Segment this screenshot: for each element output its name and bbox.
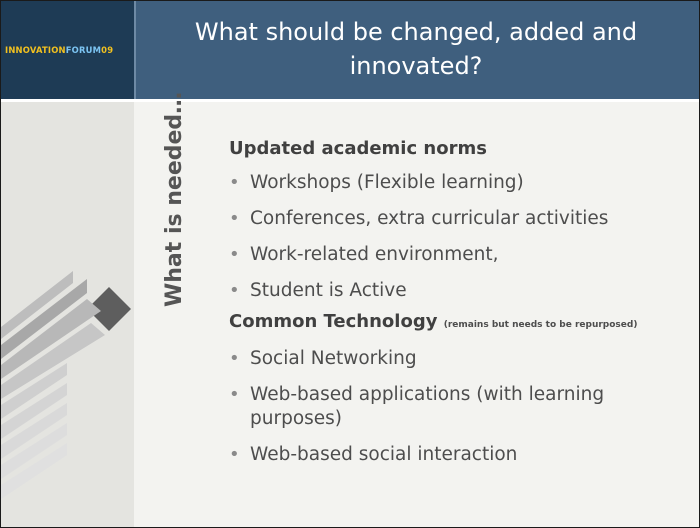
list-item: • Web-based applications (with learning p…	[229, 383, 689, 431]
header-divider	[1, 99, 699, 102]
bullet-icon: •	[229, 172, 240, 193]
list-item: • Work-related environment,	[229, 243, 689, 267]
list-item-text: Conferences, extra curricular activities	[250, 208, 609, 229]
bullet-icon: •	[229, 384, 240, 405]
common-technology-list: • Social Networking • Web-based applicatio…	[229, 347, 689, 467]
list-item-text: Student is Active	[250, 280, 407, 301]
logo-text-innovation: INNOVATION	[5, 45, 66, 55]
bullet-icon: •	[229, 208, 240, 229]
logo-text-forum: FORUM	[65, 45, 102, 55]
academic-norms-list: • Workshops (Flexible learning) • Conferen…	[229, 171, 689, 303]
section-heading-academic-norms: Updated academic norms	[229, 137, 689, 161]
logo-panel: INNOVATIONFORUM09	[1, 1, 134, 99]
list-item-text: Social Networking	[250, 348, 417, 369]
list-item: • Workshops (Flexible learning)	[229, 171, 689, 195]
section-heading-note: (remains but needs to be repurposed)	[443, 320, 638, 330]
content-area: Updated academic norms • Workshops (Flexi…	[229, 137, 689, 479]
list-item-text: Workshops (Flexible learning)	[250, 172, 524, 193]
chevron-decoration-icon	[1, 271, 131, 499]
list-item-text: Web-based social interaction	[250, 444, 518, 465]
bullet-icon: •	[229, 280, 240, 301]
section-heading-common-technology: Common Technology (remains but needs to …	[229, 310, 689, 337]
bullet-icon: •	[229, 244, 240, 265]
bullet-icon: •	[229, 348, 240, 369]
list-item: • Conferences, extra curricular activitie…	[229, 207, 689, 231]
list-item-text: Work-related environment,	[250, 244, 499, 265]
list-item: • Web-based social interaction	[229, 443, 689, 467]
logo-text-year: 09	[101, 45, 114, 55]
section-heading-text: Updated academic norms	[229, 138, 487, 159]
slide-title: What should be changed, added and innova…	[194, 18, 638, 80]
side-label: What is needed…	[162, 91, 187, 307]
section-heading-text: Common Technology	[229, 311, 438, 332]
list-item: • Student is Active	[229, 279, 689, 303]
innovation-forum-logo: INNOVATIONFORUM09	[5, 45, 113, 55]
list-item: • Social Networking	[229, 347, 689, 371]
slide-header: INNOVATIONFORUM09 What should be changed…	[1, 1, 699, 99]
logo-separator	[134, 1, 136, 99]
list-item-text: Web-based applications (with learning pu…	[250, 384, 605, 429]
bullet-icon: •	[229, 444, 240, 465]
